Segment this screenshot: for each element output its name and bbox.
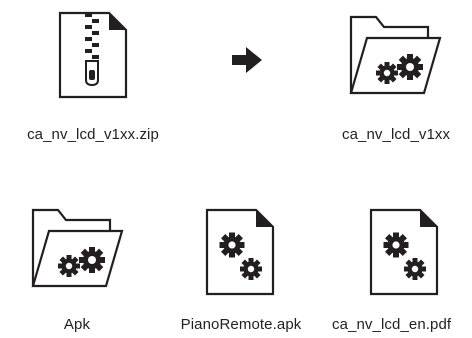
folder-with-gears-icon[interactable]: [348, 14, 443, 96]
apk-folder-label: Apk: [63, 316, 91, 333]
arrow-right-icon: [231, 46, 263, 74]
folder-with-gears-icon[interactable]: [30, 207, 125, 289]
file-with-gears-icon[interactable]: [204, 207, 276, 297]
file-with-gears-icon[interactable]: [368, 207, 440, 297]
zip-file-icon[interactable]: [57, 10, 129, 100]
apk-file-label: PianoRemote.apk: [180, 316, 302, 333]
manual-file-label: ca_nv_lcd_en.pdf: [332, 316, 452, 333]
zip-file-label: ca_nv_lcd_v1xx.zip: [27, 126, 159, 143]
extracted-folder-label: ca_nv_lcd_v1xx: [342, 126, 451, 143]
